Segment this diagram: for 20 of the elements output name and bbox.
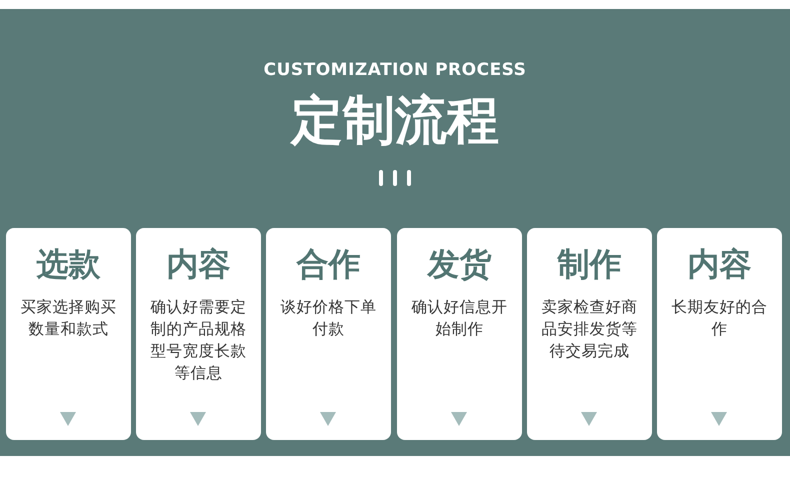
step-card [136,228,261,440]
title: 定制流程 [291,91,499,151]
step-heading: 内容 [686,244,752,285]
step-description: 确认好信息开始制作 [410,297,508,340]
step-card [397,228,522,440]
step-description: 谈好价格下单付款 [280,297,378,340]
step-card [6,228,131,440]
step-description: 长期友好的合作 [670,297,768,340]
step-card [657,228,782,440]
step-description: 买家选择购买数量和款式 [20,297,118,340]
step-card [266,228,391,440]
step-card [527,228,652,440]
step-heading: 制作 [556,244,622,285]
step-heading: 合作 [295,244,362,285]
step-heading: 发货 [426,244,492,285]
step-description: 卖家检查好商品安排发货等待交易完成 [540,297,638,362]
step-heading: 内容 [166,244,232,285]
subtitle-text: CUSTOMIZATION PROCESS [264,60,526,80]
step-heading: 选款 [36,244,102,285]
step-description: 确认好需要定制的产品规格型号宽度长款等信息 [150,297,248,384]
